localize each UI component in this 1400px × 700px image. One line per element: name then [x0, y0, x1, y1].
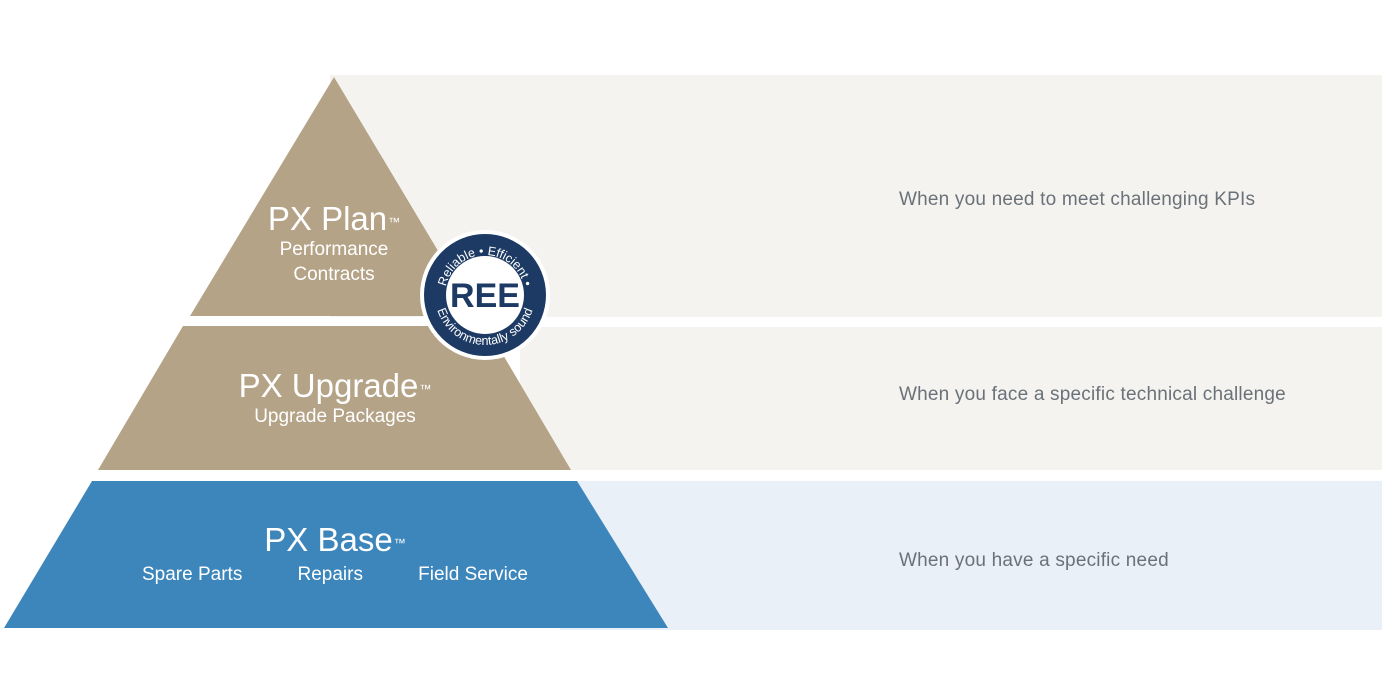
base-description-band — [560, 481, 1382, 630]
ree-seal-icon: Reliable • Efficient • Environmentally s… — [420, 230, 550, 360]
base-item-repairs: Repairs — [297, 564, 363, 585]
plan-tier-shape — [190, 77, 477, 316]
base-description: When you have a specific need — [899, 550, 1169, 571]
plan-tier-label: PX Plan™ Performance Contracts — [234, 201, 434, 287]
upgrade-subtitle: Upgrade Packages — [254, 406, 416, 427]
trademark-mark: ™ — [393, 536, 406, 550]
base-item-spare-parts: Spare Parts — [142, 564, 243, 585]
plan-description: When you need to meet challenging KPIs — [899, 189, 1256, 210]
base-item-field-service: Field Service — [418, 564, 528, 585]
upgrade-tier-label: PX Upgrade™ Upgrade Packages — [200, 368, 470, 429]
upgrade-description-band — [520, 327, 1382, 470]
upgrade-title: PX Upgrade™ — [238, 367, 432, 404]
plan-subtitle-line2: Contracts — [293, 264, 375, 285]
upgrade-description: When you face a specific technical chall… — [899, 384, 1286, 405]
trademark-mark: ™ — [388, 215, 401, 229]
plan-title: PX Plan™ — [267, 200, 401, 237]
base-title: PX Base™ — [264, 521, 406, 558]
upgrade-tier-shape — [98, 326, 571, 470]
base-tier-shape — [4, 481, 668, 628]
trademark-mark: ™ — [419, 382, 432, 396]
seal-center-text: REE — [450, 277, 520, 315]
plan-subtitle-line1: Performance — [279, 239, 389, 260]
base-tier-label: PX Base™ Spare Parts Repairs Field Servi… — [130, 522, 540, 587]
